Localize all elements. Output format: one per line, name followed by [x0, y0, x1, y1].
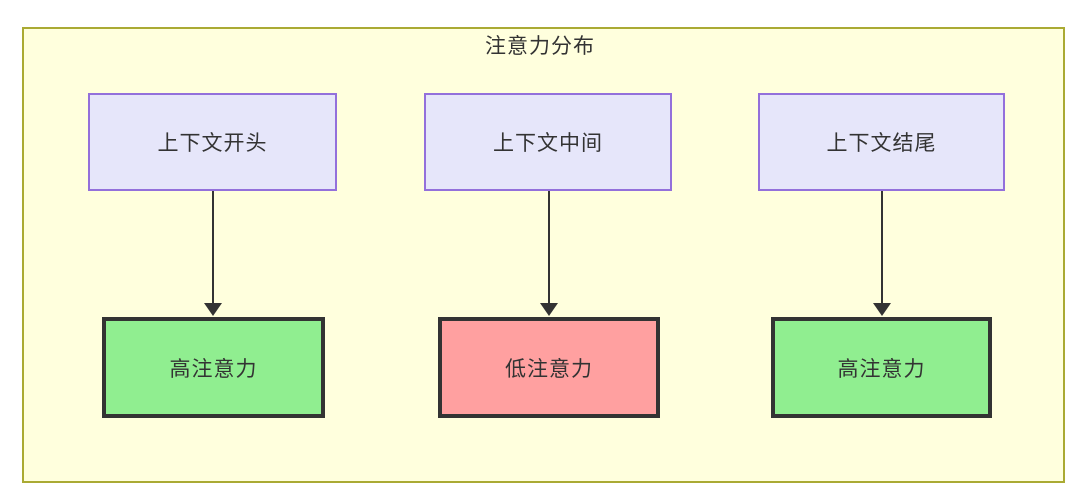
- attention-node-high-end[interactable]: 高注意力: [771, 317, 992, 418]
- diagram-title: 注意力分布: [485, 35, 595, 58]
- arrow-head-middle-to-low: [540, 303, 558, 316]
- context-node-end-label: 上下文结尾: [826, 132, 937, 155]
- arrow-head-start-to-high: [204, 303, 222, 316]
- attention-node-high-start[interactable]: 高注意力: [102, 317, 325, 418]
- context-node-start[interactable]: 上下文开头: [88, 93, 337, 191]
- attention-node-low-middle-label: 低注意力: [505, 357, 593, 381]
- arrow-line-end-to-high: [881, 191, 883, 304]
- arrow-head-end-to-high: [873, 303, 891, 316]
- arrow-line-start-to-high: [212, 191, 214, 304]
- context-node-end[interactable]: 上下文结尾: [758, 93, 1005, 191]
- context-node-middle[interactable]: 上下文中间: [424, 93, 672, 191]
- context-node-start-label: 上下文开头: [157, 132, 268, 155]
- context-node-middle-label: 上下文中间: [493, 132, 603, 155]
- attention-node-low-middle[interactable]: 低注意力: [438, 317, 660, 418]
- attention-node-high-start-label: 高注意力: [169, 357, 258, 381]
- arrow-line-middle-to-low: [548, 191, 550, 304]
- attention-node-high-end-label: 高注意力: [837, 357, 926, 381]
